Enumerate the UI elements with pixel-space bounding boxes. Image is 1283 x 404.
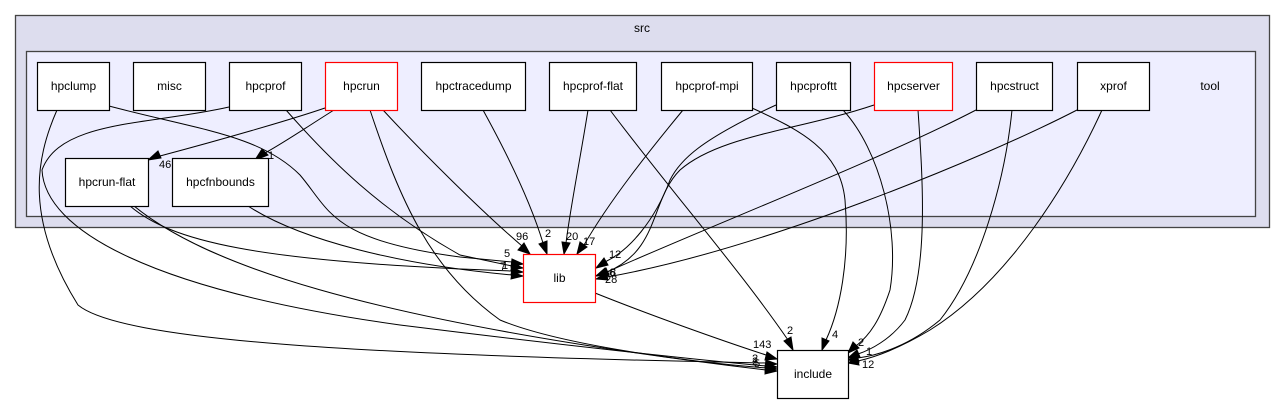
edge-label: 17 [583, 236, 595, 248]
edge-hpcrun-to-hpcrun-flat: 46 [146, 107, 326, 171]
node-hpcproftt[interactable]: hpcproftt [775, 61, 852, 112]
node-hpctracedump-label[interactable]: hpctracedump [435, 79, 511, 93]
node-misc[interactable]: misc [132, 61, 207, 112]
node-hpcserver-label[interactable]: hpcserver [887, 79, 940, 93]
edge-label: 2 [545, 228, 551, 240]
edge-hpcfnbounds-to-lib: 1 [247, 205, 525, 280]
node-misc-label[interactable]: misc [157, 79, 182, 93]
node-hpcprof-label[interactable]: hpcprof [245, 79, 286, 93]
node-hpctracedump-box[interactable] [420, 61, 527, 112]
edge-hpctracedump-to-lib: 2 [482, 109, 551, 256]
edge-label: 20 [566, 231, 578, 243]
edge-xprof-to-lib: 28 [594, 109, 1078, 286]
nodes: hpclump misc hpcprof hpcrun hpctracedump… [36, 61, 1151, 400]
node-hpcprof-mpi[interactable]: hpcprof-mpi [660, 61, 754, 112]
node-hpcrun-box[interactable] [324, 61, 399, 112]
edge-label: 2 [787, 325, 793, 337]
node-hpcstruct[interactable]: hpcstruct [975, 61, 1054, 112]
node-hpcrun-label[interactable]: hpcrun [343, 79, 380, 93]
node-hpclump-box[interactable] [36, 61, 111, 112]
node-hpctracedump[interactable]: hpctracedump [420, 61, 527, 112]
edge-label: 1 [268, 150, 274, 162]
node-hpcproftt-box[interactable] [775, 61, 852, 112]
node-hpcprof-flat-label[interactable]: hpcprof-flat [563, 79, 624, 93]
node-hpclump-label[interactable]: hpclump [51, 79, 97, 93]
node-hpcfnbounds-box[interactable] [171, 157, 270, 208]
edge-hpcrun-flat-to-include: 5 [133, 205, 779, 375]
edge-hpcrun-to-hpcfnbounds: 1 [253, 109, 335, 162]
node-hpcfnbounds[interactable]: hpcfnbounds [171, 157, 270, 208]
edge-xprof-to-include: 12 [846, 109, 1103, 371]
edge-hpcrun-to-lib: 96 [382, 109, 532, 255]
edge-label: 2 [752, 353, 758, 365]
node-hpcprof[interactable]: hpcprof [228, 61, 303, 112]
node-hpcrun-flat-label[interactable]: hpcrun-flat [79, 175, 136, 189]
node-lib[interactable]: lib [522, 253, 597, 304]
edges: 46 1 96 2 20 17 [38, 104, 1103, 375]
edge-label: 8 [610, 267, 616, 279]
edge-label: 4 [832, 329, 838, 341]
node-misc-box[interactable] [132, 61, 207, 112]
node-hpcprof-mpi-label[interactable]: hpcprof-mpi [675, 79, 738, 93]
node-include-label[interactable]: include [794, 367, 832, 381]
node-hpcprof-flat[interactable]: hpcprof-flat [548, 61, 638, 112]
edge-label: 2 [752, 356, 758, 368]
node-hpcrun[interactable]: hpcrun [324, 61, 399, 112]
edge-label: 12 [862, 359, 874, 371]
node-hpcprof-flat-box[interactable] [548, 61, 638, 112]
edge-label: 12 [609, 249, 621, 261]
edge-label: 5 [504, 248, 510, 260]
edge-hpcprof-flat-to-include: 2 [609, 109, 794, 352]
edge-hpcprof-flat-to-lib: 20 [561, 109, 589, 256]
node-hpcstruct-box[interactable] [975, 61, 1054, 112]
node-hpcprof-box[interactable] [228, 61, 303, 112]
node-hpclump[interactable]: hpclump [36, 61, 111, 112]
node-hpcprof-mpi-box[interactable] [660, 61, 754, 112]
edge-label: 143 [753, 339, 771, 351]
node-xprof[interactable]: xprof [1076, 61, 1151, 112]
edge-label: 28 [605, 274, 617, 286]
cluster-tool-label[interactable]: tool [1200, 79, 1219, 93]
node-hpcstruct-label[interactable]: hpcstruct [990, 79, 1039, 93]
edge-label: 7 [500, 261, 506, 273]
node-xprof-box[interactable] [1076, 61, 1151, 112]
edge-label: 96 [516, 231, 528, 243]
node-hpcserver[interactable]: hpcserver [873, 61, 954, 112]
node-hpcrun-flat-box[interactable] [64, 157, 150, 208]
edge-hpcprof-mpi-to-include: 4 [751, 107, 847, 352]
cluster-src-label: src [634, 21, 650, 35]
node-xprof-label[interactable]: xprof [1100, 79, 1127, 93]
node-lib-label[interactable]: lib [553, 271, 565, 285]
node-hpcrun-flat[interactable]: hpcrun-flat [64, 157, 150, 208]
node-hpcfnbounds-label[interactable]: hpcfnbounds [186, 175, 255, 189]
edge-label: 5 [754, 358, 760, 370]
edge-label: 2 [858, 337, 864, 349]
edge-hpcprof-mpi-to-lib: 17 [576, 109, 684, 256]
edge-label: 1 [866, 346, 872, 358]
node-hpcserver-box[interactable] [873, 61, 954, 112]
edge-hpcproftt-to-include: 2 [842, 109, 894, 355]
edge-hpcproftt-to-lib: 12 [594, 104, 777, 269]
edge-label: 46 [159, 159, 171, 171]
edge-label: 1 [502, 260, 508, 272]
node-include-box[interactable] [776, 349, 850, 400]
node-hpcproftt-label[interactable]: hpcproftt [790, 79, 837, 93]
edge-lib-to-include: 143 [594, 292, 779, 361]
node-lib-box[interactable] [522, 253, 597, 304]
node-include[interactable]: include [776, 349, 850, 400]
